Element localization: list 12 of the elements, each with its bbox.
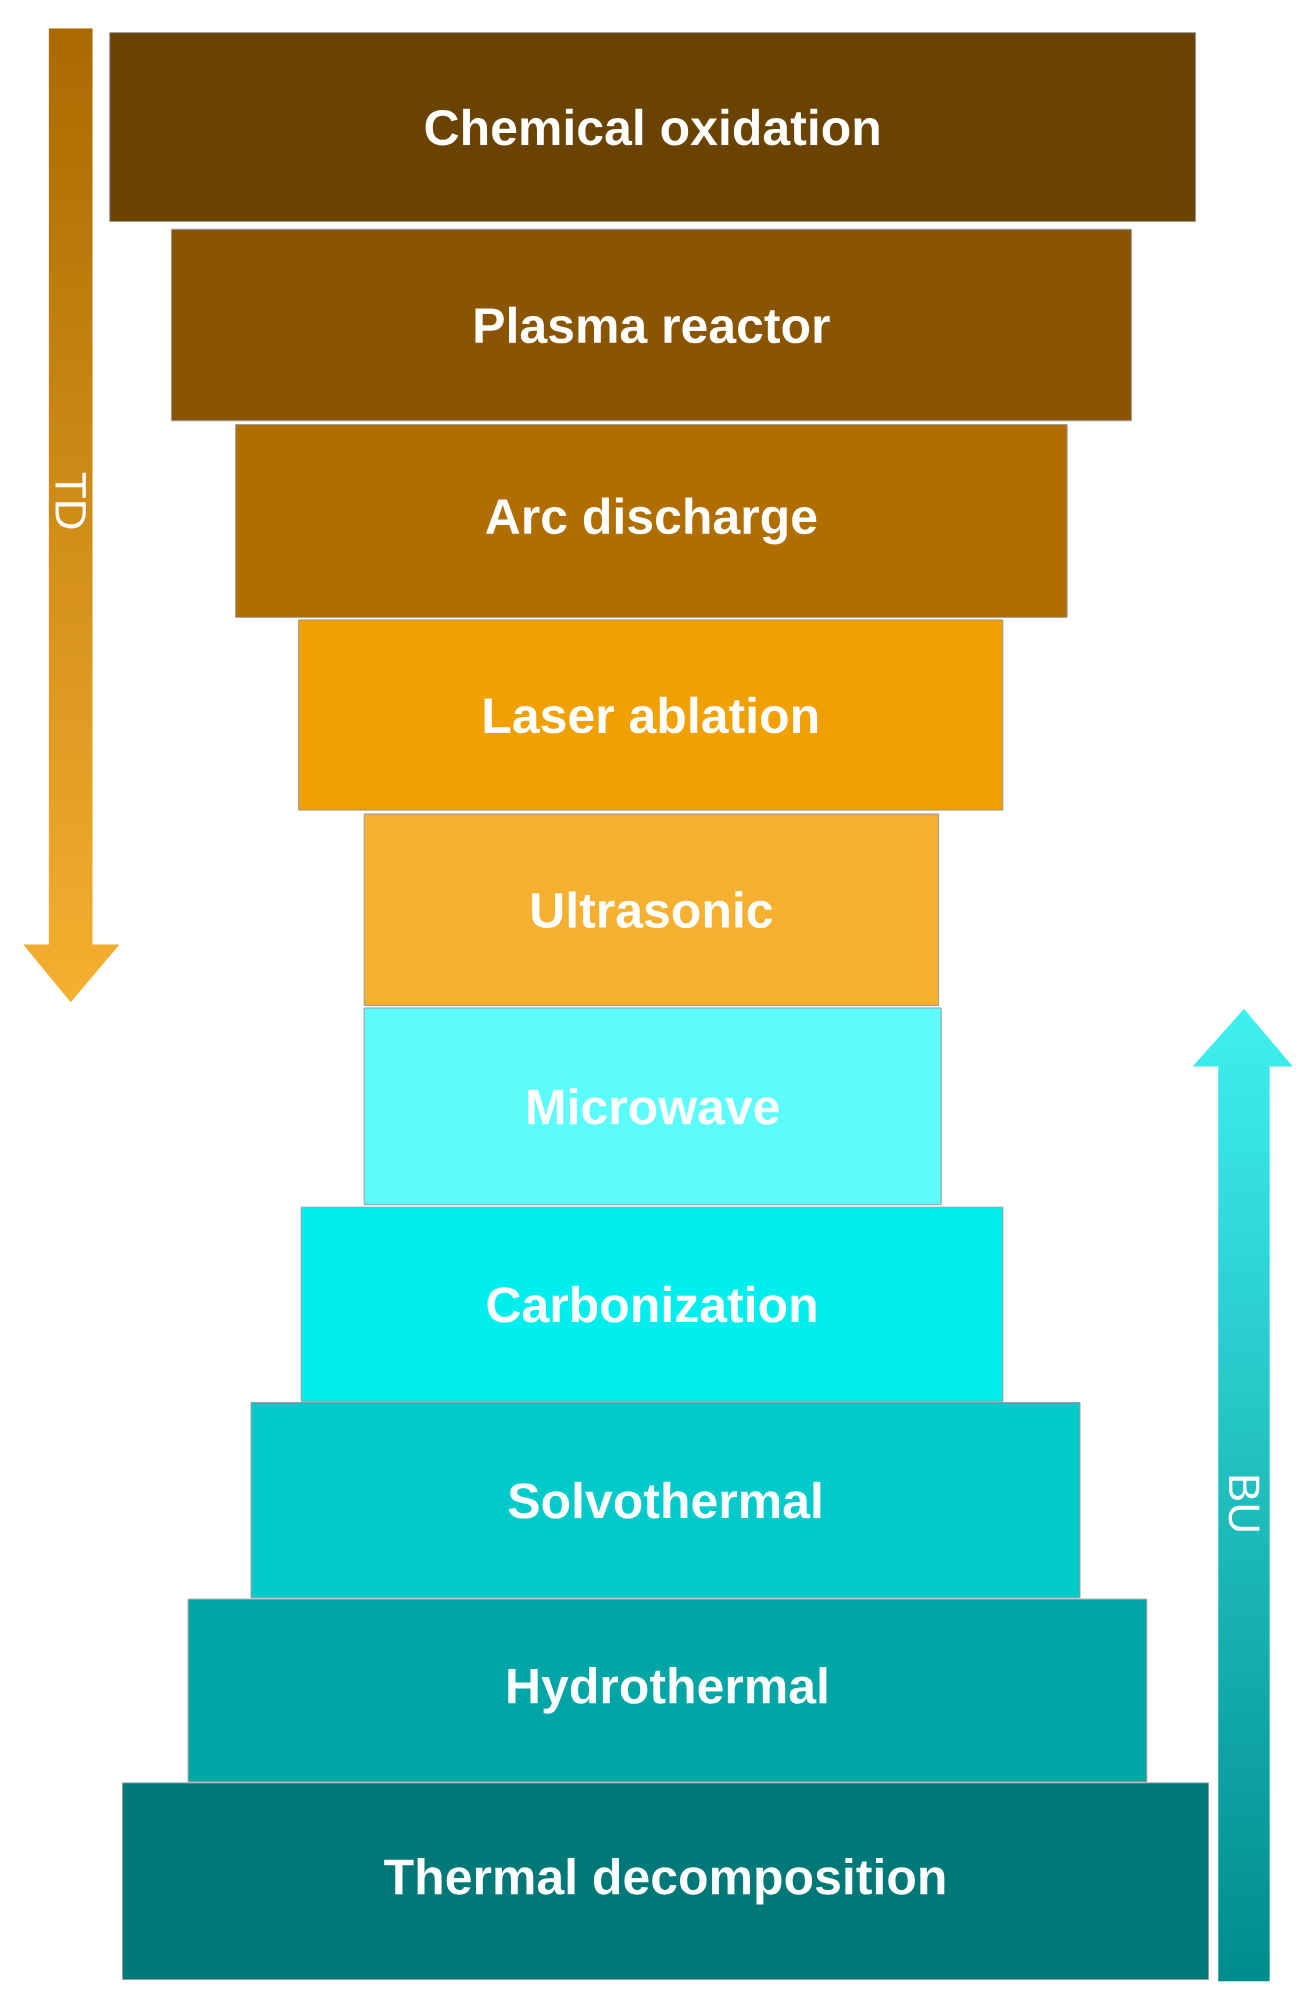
method-box: Microwave <box>363 1007 942 1206</box>
method-box: Thermal decomposition <box>122 1782 1210 1981</box>
method-box: Arc discharge <box>235 424 1068 618</box>
method-box: Plasma reactor <box>171 228 1133 422</box>
method-box: Chemical oxidation <box>109 32 1197 223</box>
method-box: Solvothermal <box>250 1402 1081 1599</box>
direction-label: TD <box>55 472 86 529</box>
method-box: Carbonization <box>300 1206 1004 1402</box>
method-box: Laser ablation <box>298 619 1004 811</box>
direction-label: BU <box>1228 1476 1260 1531</box>
method-box: Hydrothermal <box>187 1598 1148 1783</box>
method-box: Ultrasonic <box>363 813 940 1006</box>
